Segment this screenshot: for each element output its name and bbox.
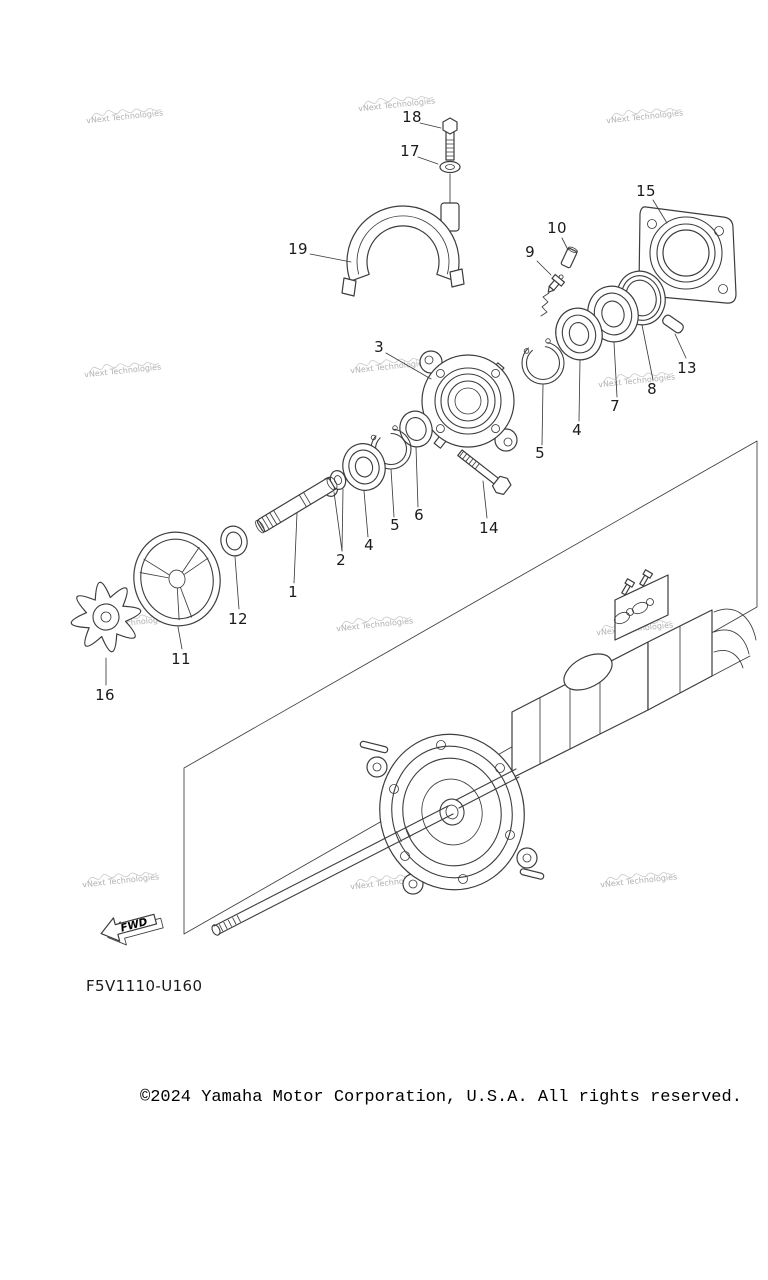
- callout-14: 14: [479, 519, 499, 537]
- watermark: vNext Technologies: [606, 108, 690, 134]
- watermark-scribble: [91, 108, 162, 119]
- exploded-view-diagram: FWD: [70, 117, 758, 946]
- watermark: vNext Technologies: [358, 96, 442, 122]
- watermark: vNext Technologies: [336, 616, 420, 642]
- part-1-drive-shaft: [255, 476, 338, 534]
- callout-11: 11: [171, 650, 191, 668]
- callout-leader-lines: [105, 122, 687, 686]
- callout-17: 17: [400, 142, 420, 160]
- part-4-bearing-left: [342, 443, 386, 491]
- callout-9: 9: [525, 243, 535, 261]
- callout-18: 18: [402, 108, 422, 126]
- callout-3: 3: [374, 338, 384, 356]
- watermark-scribble: [363, 96, 434, 107]
- callout-5-right: 5: [535, 444, 545, 462]
- part-9-grease-nipple: [540, 273, 566, 317]
- watermark-scribble: [355, 358, 426, 369]
- part-3-bearing-housing: [419, 350, 518, 452]
- callout-7: 7: [610, 397, 620, 415]
- callout-1: 1: [288, 583, 298, 601]
- callout-13: 13: [677, 359, 697, 377]
- callout-10: 10: [547, 219, 567, 237]
- part-18-bolt: [442, 117, 458, 161]
- jet-pump-assembly: [211, 569, 757, 936]
- callout-16: 16: [95, 686, 115, 704]
- callout-2: 2: [336, 551, 346, 569]
- callout-6: 6: [414, 506, 424, 524]
- part-16-coupler-spider: [70, 581, 142, 653]
- callout-8: 8: [647, 380, 657, 398]
- watermark: vNext Technologies: [82, 872, 166, 898]
- watermark-scribble: [87, 872, 158, 883]
- fwd-label: FWD: [119, 916, 149, 935]
- part-code: F5V1110-U160: [86, 977, 203, 995]
- perspective-frame: [183, 440, 758, 935]
- part-15-bearing-housing-plate: [638, 206, 737, 304]
- watermark-scribble: [611, 108, 682, 119]
- callout-15: 15: [636, 182, 656, 200]
- callout-4-right: 4: [572, 421, 582, 439]
- watermark-scribble: [605, 872, 676, 883]
- callout-19: 19: [288, 240, 308, 258]
- watermark: vNext Technologies: [600, 872, 684, 898]
- watermark: vNext Technologies: [350, 358, 434, 384]
- copyright-text: ©2024 Yamaha Motor Corporation, U.S.A. A…: [140, 1088, 742, 1107]
- part-17-washer: [439, 160, 461, 174]
- watermark: vNext Technologies: [86, 108, 170, 134]
- part-12-washer: [220, 525, 248, 557]
- watermark-scribble: [341, 616, 412, 627]
- watermark-scribble: [603, 372, 674, 383]
- part-11-coupling-damper: [133, 531, 221, 627]
- callout-4-left: 4: [364, 536, 374, 554]
- fwd-arrow: FWD: [100, 913, 164, 946]
- part-19-coupling-cover: [341, 173, 465, 297]
- part-10-nipple-cap: [560, 246, 578, 269]
- part-14-bolt: [457, 449, 512, 496]
- watermark-scribble: [89, 362, 160, 373]
- watermark: vNext Technologies: [84, 362, 168, 388]
- part-13-dowel-pin: [662, 314, 684, 334]
- part-4-bearing-right: [555, 307, 603, 361]
- watermark: vNext Technologies: [598, 372, 682, 398]
- callout-12: 12: [228, 610, 248, 628]
- callout-5-left: 5: [390, 516, 400, 534]
